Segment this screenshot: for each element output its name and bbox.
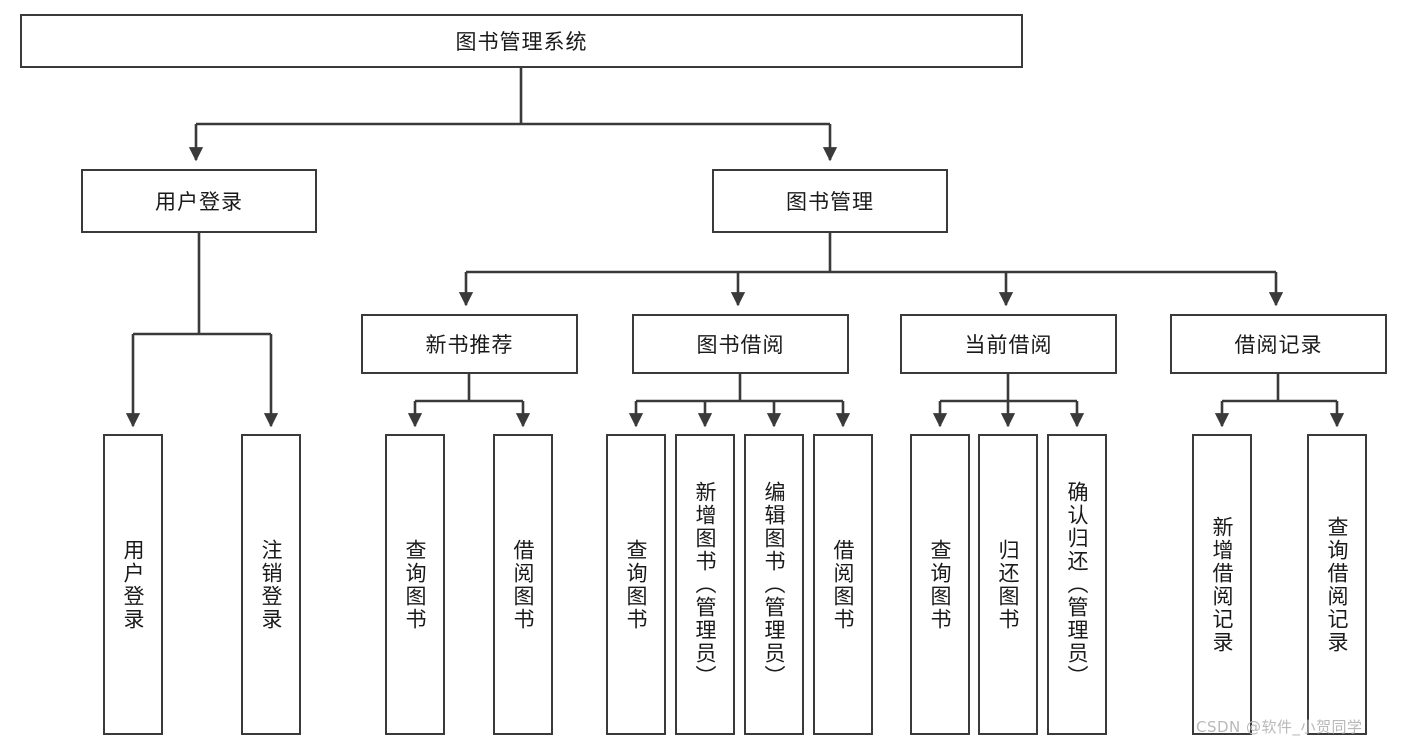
node-leaf-return-book[interactable]: 归还图书 (978, 434, 1038, 735)
node-leaf-query-book-3-label: 查询图书 (928, 538, 953, 631)
node-leaf-query-borrow-record[interactable]: 查询借阅记录 (1307, 434, 1367, 735)
node-current-borrow-label: 当前借阅 (964, 333, 1053, 357)
node-leaf-add-borrow-record[interactable]: 新增借阅记录 (1192, 434, 1252, 735)
node-user-login-label: 用户登录 (155, 190, 243, 214)
node-leaf-borrow-book-2-label: 借阅图书 (831, 538, 856, 631)
watermark: CSDN @软件_小贺同学 (1196, 718, 1363, 736)
node-leaf-add-book-admin[interactable]: 新增图书（管理员） (675, 434, 735, 735)
node-leaf-add-borrow-record-label: 新增借阅记录 (1210, 515, 1235, 654)
node-leaf-query-book-1-label: 查询图书 (403, 538, 428, 631)
node-leaf-query-book-2-label: 查询图书 (624, 538, 649, 631)
node-leaf-logout-login[interactable]: 注销登录 (241, 434, 301, 735)
node-borrow-record-label: 借阅记录 (1234, 333, 1323, 357)
node-current-borrow[interactable]: 当前借阅 (900, 314, 1117, 374)
node-leaf-user-login-label: 用户登录 (121, 538, 146, 631)
node-leaf-query-book-3[interactable]: 查询图书 (910, 434, 970, 735)
node-leaf-query-book-1[interactable]: 查询图书 (385, 434, 445, 735)
node-leaf-borrow-book-2[interactable]: 借阅图书 (813, 434, 873, 735)
node-book-manage[interactable]: 图书管理 (712, 169, 948, 233)
node-leaf-confirm-return-admin[interactable]: 确认归还（管理员） (1047, 434, 1107, 735)
node-user-login[interactable]: 用户登录 (81, 169, 317, 233)
node-leaf-add-book-admin-label: 新增图书（管理员） (693, 481, 718, 688)
node-leaf-query-book-2[interactable]: 查询图书 (606, 434, 666, 735)
node-leaf-borrow-book-1-label: 借阅图书 (511, 538, 536, 631)
node-book-manage-label: 图书管理 (786, 190, 874, 214)
node-book-borrow-label: 图书借阅 (696, 333, 785, 357)
node-leaf-user-login[interactable]: 用户登录 (103, 434, 163, 735)
node-leaf-return-book-label: 归还图书 (996, 538, 1021, 631)
node-root-label: 图书管理系统 (455, 30, 588, 54)
node-borrow-record[interactable]: 借阅记录 (1170, 314, 1387, 374)
node-new-book-recommend[interactable]: 新书推荐 (361, 314, 578, 374)
node-new-book-recommend-label: 新书推荐 (425, 333, 514, 357)
node-leaf-confirm-return-admin-label: 确认归还（管理员） (1065, 481, 1090, 688)
node-leaf-edit-book-admin-label: 编辑图书（管理员） (762, 481, 787, 688)
node-leaf-edit-book-admin[interactable]: 编辑图书（管理员） (744, 434, 804, 735)
node-leaf-logout-login-label: 注销登录 (259, 538, 284, 631)
node-book-borrow[interactable]: 图书借阅 (632, 314, 849, 374)
node-root[interactable]: 图书管理系统 (20, 14, 1023, 68)
node-leaf-query-borrow-record-label: 查询借阅记录 (1325, 515, 1350, 654)
node-leaf-borrow-book-1[interactable]: 借阅图书 (493, 434, 553, 735)
